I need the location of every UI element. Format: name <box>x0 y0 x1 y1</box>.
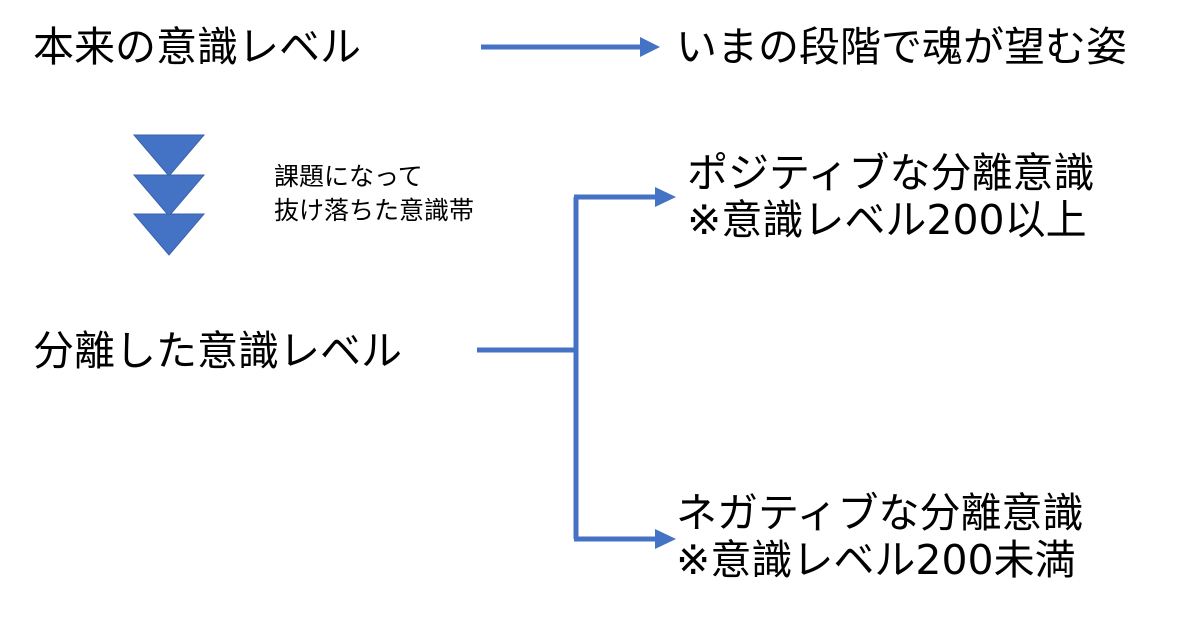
descent-triangle-3 <box>132 213 206 256</box>
branch-connector <box>477 187 676 549</box>
descent-triangle-1 <box>132 134 206 177</box>
descent-triangles <box>132 134 206 256</box>
node-positive-separation: ポジティブな分離意識 ※意識レベル200以上 <box>687 149 1095 245</box>
label-original-level: 本来の意識レベル <box>33 23 361 71</box>
arrow-original-to-ideal <box>481 37 660 57</box>
positive-note: ※意識レベル200以上 <box>687 196 1087 245</box>
arrowhead-positive <box>655 187 676 207</box>
annotation-line-2: 抜け落ちた意識帯 <box>274 195 475 225</box>
annotation-missing-band: 課題になって 抜け落ちた意識帯 <box>274 160 474 228</box>
negative-note: ※意識レベル200未満 <box>676 536 1076 585</box>
arrowhead-negative <box>655 529 676 549</box>
descent-triangle-2 <box>132 174 206 217</box>
annotation-line-1: 課題になって <box>274 162 423 191</box>
node-negative-separation: ネガティブな分離意識 ※意識レベル200未満 <box>676 489 1084 585</box>
negative-title: ネガティブな分離意識 <box>676 489 1084 537</box>
label-soul-ideal: いまの段階で魂が望む姿 <box>676 23 1127 71</box>
label-separated-level: 分離した意識レベル <box>33 327 402 375</box>
positive-title: ポジティブな分離意識 <box>687 149 1095 197</box>
